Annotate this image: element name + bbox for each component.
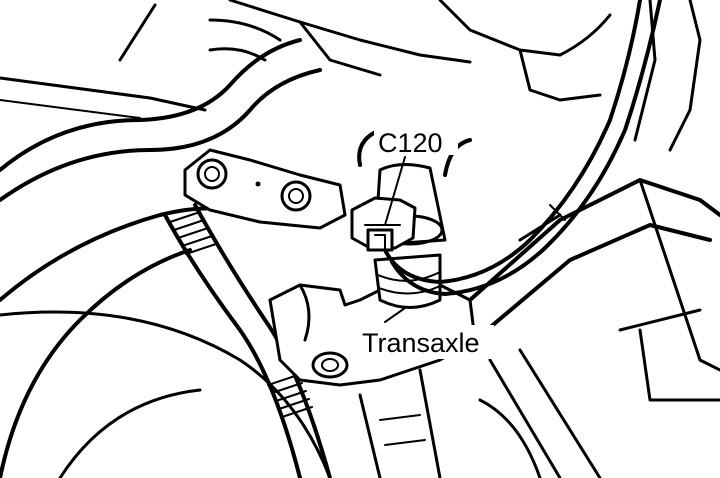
mounting-bracket — [183, 148, 347, 230]
right-crossmember — [468, 178, 720, 478]
connector-c120 — [350, 196, 417, 252]
body-panel-lines — [0, 0, 702, 152]
transaxle-leader-line — [384, 307, 406, 323]
callout-leaders — [384, 156, 406, 323]
corrugated-hose — [163, 203, 332, 478]
transaxle-label: Transaxle — [362, 328, 480, 358]
c120-leader-line — [384, 156, 406, 226]
transaxle-housing — [268, 278, 477, 478]
c120-label: C120 — [378, 128, 443, 158]
upper-hose — [0, 18, 322, 202]
